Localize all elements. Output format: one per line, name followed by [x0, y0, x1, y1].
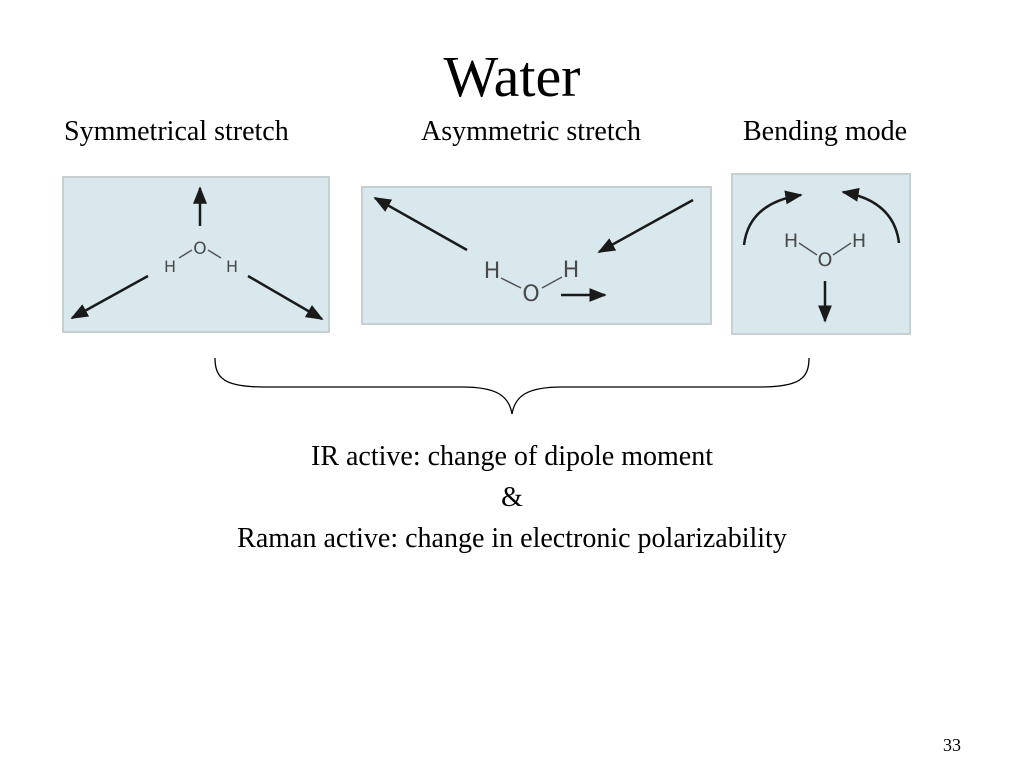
- hydrogen-atom-left: H: [484, 259, 501, 284]
- bond-line: [178, 249, 193, 259]
- bond-line: [500, 277, 522, 289]
- bond-line: [832, 242, 852, 256]
- ir-active-text: IR active: change of dipole moment: [311, 441, 713, 472]
- arrow-down-left-icon: [70, 274, 149, 320]
- arrow-up-left-icon: [373, 196, 468, 252]
- bond-line: [541, 276, 563, 289]
- curved-arrow-counterclockwise-icon: [841, 187, 901, 244]
- curly-brace: [214, 357, 810, 415]
- label-symmetrical-stretch: Symmetrical stretch: [64, 116, 289, 147]
- raman-active-text: Raman active: change in electronic polar…: [237, 523, 787, 554]
- oxygen-atom: O: [193, 239, 206, 259]
- hydrogen-atom-left: H: [784, 230, 798, 252]
- label-bending-mode: Bending mode: [743, 116, 908, 147]
- hydrogen-atom-right: H: [563, 258, 580, 283]
- bond-line: [798, 242, 818, 256]
- arrow-down-left-icon: [597, 198, 694, 254]
- oxygen-atom: O: [522, 282, 539, 307]
- asymmetric-stretch-diagram: H H O: [373, 196, 694, 307]
- curved-arrow-clockwise-icon: [742, 190, 803, 246]
- symmetrical-stretch-panel: O H H: [62, 176, 330, 333]
- symmetrical-stretch-diagram: O H H: [70, 186, 324, 321]
- hydrogen-atom-right: H: [226, 257, 238, 276]
- slide-title: Water: [443, 44, 581, 109]
- arrow-down-right-icon: [247, 274, 324, 321]
- bending-mode-panel: H H O: [731, 173, 911, 335]
- asymmetric-stretch-panel: H H O: [361, 186, 712, 325]
- ampersand-text: &: [501, 482, 523, 513]
- page-number: 33: [943, 735, 961, 755]
- oxygen-atom: O: [818, 249, 833, 271]
- bending-mode-diagram: H H O: [742, 187, 901, 323]
- hydrogen-atom-right: H: [852, 230, 866, 252]
- label-asymmetric-stretch: Asymmetric stretch: [421, 116, 642, 147]
- bond-line: [207, 249, 222, 259]
- hydrogen-atom-left: H: [164, 257, 176, 276]
